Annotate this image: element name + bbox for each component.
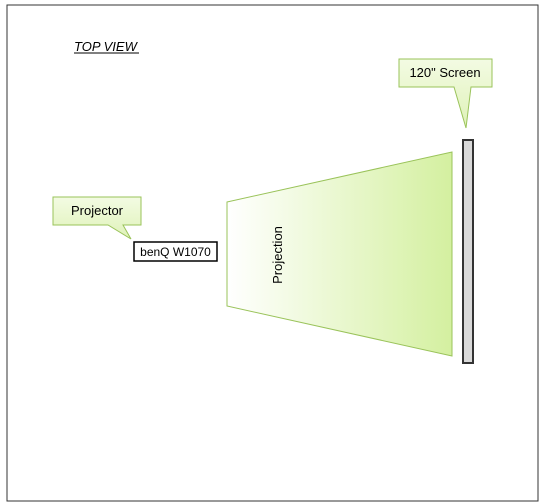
projection-beam — [226, 151, 453, 357]
projector-callout — [52, 196, 142, 240]
projector-callout-label: Projector — [71, 203, 124, 218]
diagram-title: TOP VIEW — [74, 39, 139, 54]
screen-callout-label: 120" Screen — [409, 65, 480, 80]
projector-model-box — [133, 241, 218, 262]
projector-model-label: benQ W1070 — [140, 245, 211, 259]
screen-callout — [398, 58, 493, 129]
projection-screen — [462, 139, 474, 364]
projection-label: Projection — [270, 226, 285, 284]
